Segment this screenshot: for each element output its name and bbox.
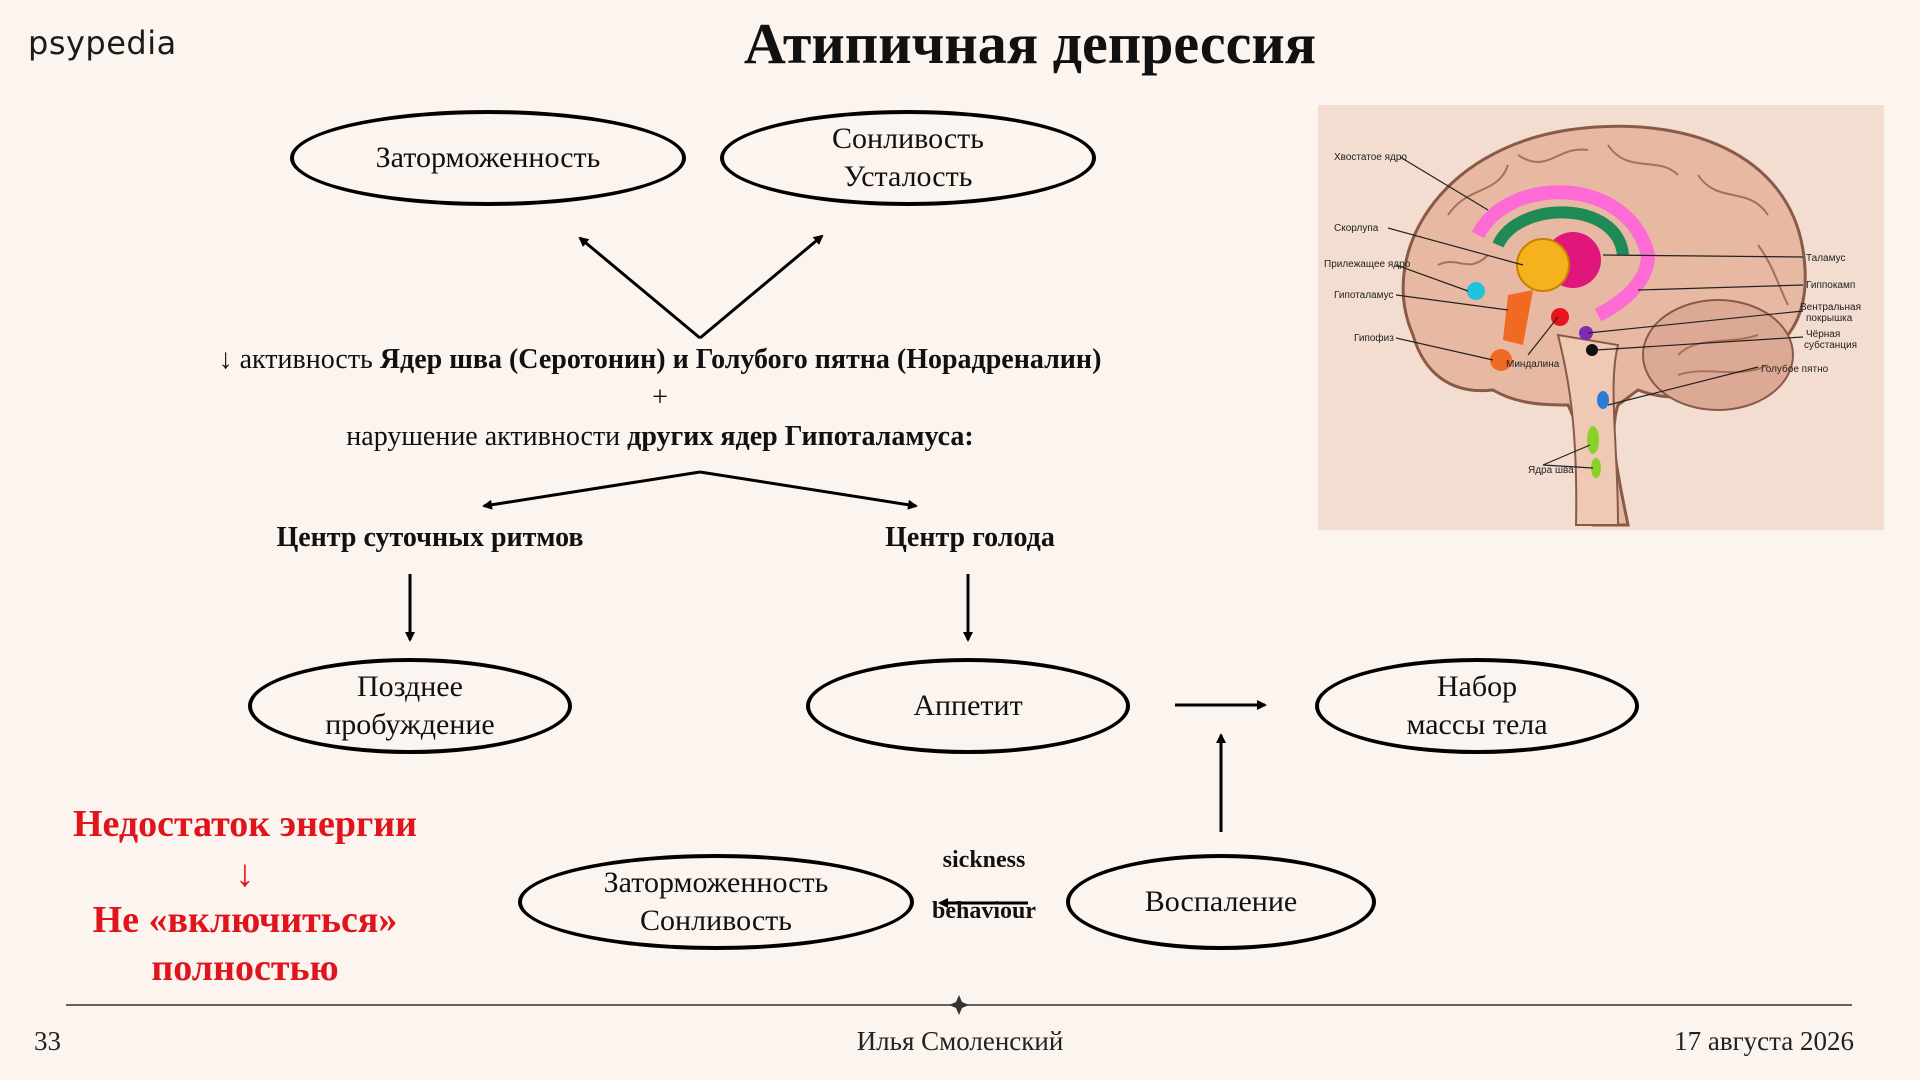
raphe-nuclei-2 bbox=[1591, 458, 1601, 478]
hypothalamus-line: нарушение активности других ядер Гипотал… bbox=[100, 421, 1220, 453]
ellipse-sleepiness-fatigue: Сонливость Усталость bbox=[720, 110, 1096, 206]
brand-logo: psypedia bbox=[28, 24, 177, 62]
label-putamen: Скорлупа bbox=[1334, 223, 1379, 234]
sleepiness-label: Сонливость bbox=[832, 122, 984, 155]
arrow-to-sleepiness bbox=[699, 234, 824, 340]
label-sn-1: Чёрная bbox=[1806, 329, 1840, 340]
ellipse-lethargy-sleepiness: Заторможенность Сонливость bbox=[518, 854, 914, 950]
nucleus-accumbens bbox=[1467, 282, 1485, 300]
appetite-label: Аппетит bbox=[913, 689, 1023, 722]
label-accumbens: Прилежащее ядро bbox=[1324, 259, 1411, 270]
energy-line1: Недостаток энергии bbox=[72, 803, 418, 845]
hypothalamus bbox=[1503, 290, 1533, 345]
label-vta-1: Вентральная bbox=[1800, 302, 1861, 313]
hypothalamus-nuclei: других ядер Гипоталамуса: bbox=[627, 421, 974, 452]
label-pituitary: Гипофиз bbox=[1354, 332, 1394, 344]
label-caudate: Хвостатое ядро bbox=[1334, 152, 1407, 163]
hypothalamus-prefix: нарушение активности bbox=[346, 421, 628, 452]
bottom-lethargy-line1: Заторможенность bbox=[603, 866, 829, 899]
weight-line1: Набор bbox=[1436, 670, 1518, 703]
behaviour-label: behaviour bbox=[931, 898, 1036, 924]
label-vta-2: покрышка bbox=[1806, 313, 1853, 324]
fatigue-label: Усталость bbox=[843, 160, 973, 193]
inflammation-label: Воспаление bbox=[1144, 885, 1298, 918]
locus-coeruleus bbox=[1597, 391, 1609, 409]
label-hypothalamus: Гипоталамус bbox=[1334, 290, 1394, 301]
label-sn-2: субстанция bbox=[1804, 339, 1857, 351]
energy-line2: Не «включиться» bbox=[92, 899, 398, 941]
page-title: Атипичная депрессия bbox=[743, 11, 1317, 76]
activity-prefix: ↓ активность bbox=[218, 344, 380, 375]
leader-lines bbox=[1387, 156, 1804, 469]
hippocampus-arc bbox=[1492, 206, 1629, 257]
ellipse-lethargy: Заторможенность bbox=[290, 110, 686, 206]
brain-svg: Хвостатое ядро Скорлупа Прилежащее ядро … bbox=[1324, 124, 1861, 527]
hunger-center: Центр голода bbox=[885, 522, 1055, 553]
circadian-center: Центр суточных ритмов bbox=[276, 522, 584, 553]
label-hippocampus: Гиппокамп bbox=[1806, 280, 1855, 291]
late-wake-line1: Позднее bbox=[357, 670, 463, 703]
ellipse-late-wake: Позднее пробуждение bbox=[248, 658, 572, 754]
label-thalamus: Таламус bbox=[1806, 253, 1846, 264]
footer-star-icon bbox=[949, 995, 969, 1015]
vta bbox=[1579, 326, 1593, 340]
substantia-nigra bbox=[1586, 344, 1598, 356]
page-number: 33 bbox=[34, 1026, 61, 1056]
bottom-lethargy-line2: Сонливость bbox=[640, 904, 792, 937]
brainstem bbox=[1556, 333, 1620, 526]
plus-sign: + bbox=[652, 382, 668, 413]
footer-author: Илья Смоленский bbox=[856, 1026, 1064, 1056]
label-locus: Голубое пятно bbox=[1761, 363, 1829, 375]
cortex-folds bbox=[1437, 144, 1789, 376]
label-amygdala: Миндалина bbox=[1506, 359, 1560, 370]
energy-arrow: ↓ bbox=[235, 853, 255, 895]
pituitary bbox=[1490, 349, 1512, 371]
activity-line: ↓ активность Ядер шва (Серотонин) и Голу… bbox=[100, 344, 1220, 376]
raphe-nuclei bbox=[1587, 426, 1599, 454]
energy-line3: полностью bbox=[151, 947, 339, 989]
late-wake-line2: пробуждение bbox=[325, 708, 495, 741]
activity-nuclei: Ядер шва (Серотонин) и Голубого пятна (Н… bbox=[379, 344, 1102, 375]
caudate-nucleus bbox=[1471, 185, 1656, 322]
ellipse-lethargy-label: Заторможенность bbox=[375, 141, 601, 174]
putamen bbox=[1516, 238, 1570, 292]
brain-illustration: Хвостатое ядро Скорлупа Прилежащее ядро … bbox=[1318, 105, 1884, 530]
ellipse-inflammation: Воспаление bbox=[1066, 854, 1376, 950]
label-raphe: Ядра шва bbox=[1528, 465, 1574, 476]
sickness-label: sickness bbox=[942, 847, 1026, 873]
weight-line2: массы тела bbox=[1406, 708, 1548, 741]
ellipse-weight-gain: Набор массы тела bbox=[1315, 658, 1639, 754]
cerebellum bbox=[1642, 299, 1794, 411]
arrow-to-circadian bbox=[482, 470, 701, 510]
footer-date: 17 августа 2026 bbox=[1674, 1026, 1854, 1056]
amygdala bbox=[1551, 308, 1569, 326]
arrow-to-lethargy bbox=[578, 236, 701, 340]
ellipse-appetite: Аппетит bbox=[806, 658, 1130, 754]
arrow-to-hunger bbox=[699, 470, 918, 510]
